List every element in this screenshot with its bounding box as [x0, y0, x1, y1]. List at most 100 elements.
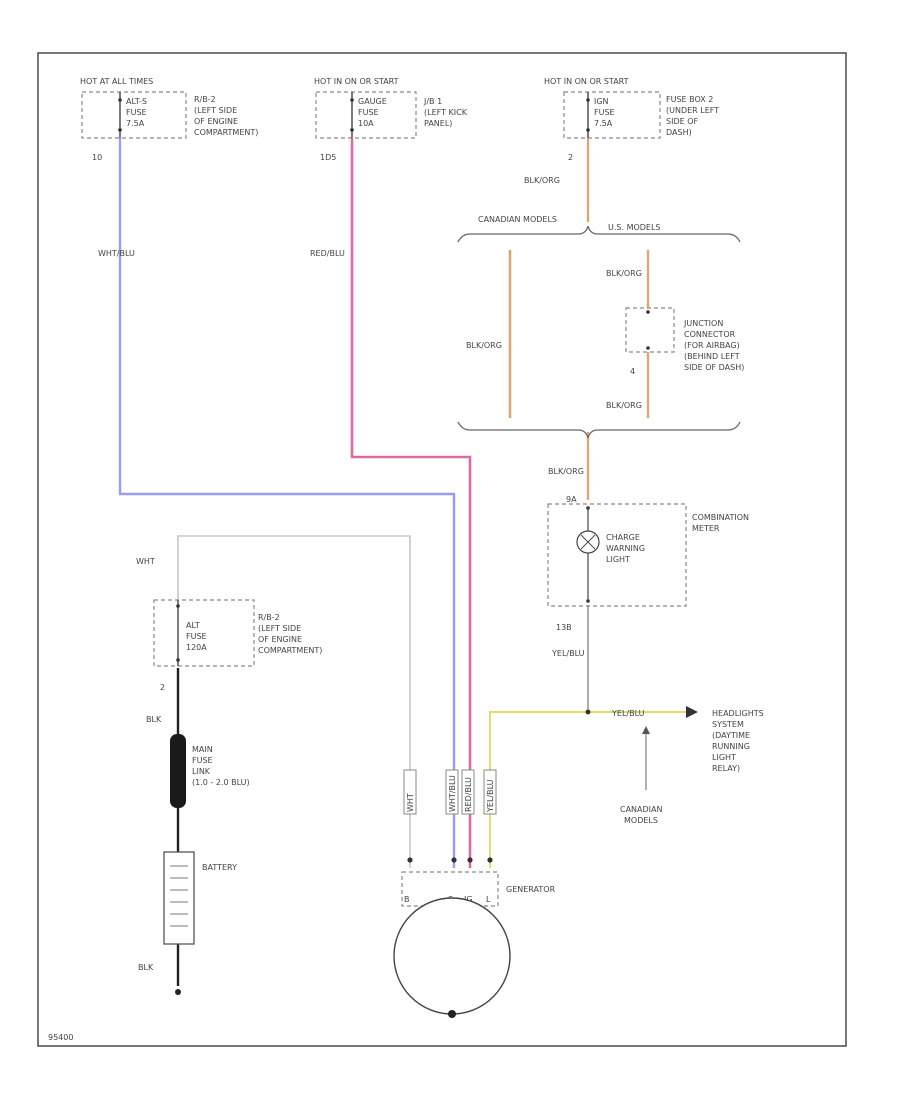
fuse-location-label: PANEL): [424, 119, 452, 128]
junction-label: JUNCTION: [683, 319, 723, 328]
connector-label: WHT: [406, 793, 415, 812]
lamp-label: CHARGE: [606, 533, 640, 542]
fuse-location-label: COMPARTMENT): [194, 128, 258, 137]
wire-label-yel-blu-horiz: YEL/BLU: [611, 709, 645, 718]
meter-outline: [547, 503, 687, 607]
pin-label: 1D5: [320, 153, 336, 162]
fuse-location-label: R/B-2: [194, 95, 216, 104]
terminal-label: IG: [464, 895, 473, 904]
fuse-location-label: (UNDER LEFT: [666, 106, 719, 115]
fuse-location-label: COMPARTMENT): [258, 646, 322, 655]
fuse-type-label: FUSE: [126, 108, 147, 117]
fuse-type-label: FUSE: [594, 108, 615, 117]
connector-label: YEL/BLU: [486, 779, 495, 813]
splice-node: [585, 709, 591, 715]
terminal-label: L: [486, 895, 491, 904]
headlights-label: HEADLIGHTS: [712, 709, 764, 718]
fuse-rating-label: 7.5A: [594, 119, 613, 128]
pin-label: 2: [160, 683, 165, 692]
combination-meter: CHARGE WARNING LIGHT COMBINATION METER 9…: [547, 495, 749, 632]
fuse-header-label: HOT IN ON OR START: [314, 77, 399, 86]
fuse-location-label: OF ENGINE: [258, 635, 302, 644]
fuse-location-label: (LEFT SIDE: [258, 624, 301, 633]
generator-label: GENERATOR: [506, 885, 556, 894]
fusible-link-label: MAIN: [192, 745, 213, 754]
junction-outline: [625, 307, 675, 353]
wire-yel-blu: [489, 711, 686, 868]
fuse-box-outline: [563, 91, 661, 139]
fuse-header-label: HOT IN ON OR START: [544, 77, 629, 86]
fuse-type-label: FUSE: [186, 632, 207, 641]
fuse-box-outline: [315, 91, 417, 139]
connector-label: WHT/BLU: [448, 775, 457, 812]
us-models-label: U.S. MODELS: [608, 223, 661, 232]
headlights-label: RUNNING: [712, 742, 750, 751]
fusible-link-label: (1.0 - 2.0 BLU): [192, 778, 250, 787]
wire-label-blk: BLK: [146, 715, 162, 724]
wire-label-blk-org-us: BLK/ORG: [606, 269, 642, 278]
canadian-models-label: CANADIAN MODELS: [478, 215, 557, 224]
wire-label-blk-ground: BLK: [138, 963, 154, 972]
wire-label-blk-org-meter: BLK/ORG: [548, 467, 584, 476]
fuse-rating-label: 7.5A: [126, 119, 145, 128]
fusible-link-label: FUSE: [192, 756, 213, 765]
pin-label: 10: [92, 153, 102, 162]
fuse-rating-label: 10A: [358, 119, 374, 128]
wire-label-blk-org: BLK/ORG: [524, 176, 560, 185]
lamp-label: LIGHT: [606, 555, 630, 564]
generator-icon: [393, 897, 511, 1015]
wire-label-red-blu: RED/BLU: [310, 249, 345, 258]
fuse-type-label: FUSE: [358, 108, 379, 117]
junction-label: (FOR AIRBAG): [684, 341, 740, 350]
headlights-label: LIGHT: [712, 753, 736, 762]
headlights-label: SYSTEM: [712, 720, 744, 729]
connector-label: RED/BLU: [464, 777, 473, 812]
wire-label-wht: WHT: [136, 557, 155, 566]
pin-label: 9A: [566, 495, 577, 504]
lamp-label: WARNING: [606, 544, 645, 553]
junction-label: (BEHIND LEFT: [684, 352, 740, 361]
fuse-header-label: HOT AT ALL TIMES: [80, 77, 153, 86]
fuse-alt-s: HOT AT ALL TIMES ALT-S FUSE 7.5A R/B-2 (…: [80, 77, 258, 162]
fuse-location-label: OF ENGINE: [194, 117, 238, 126]
meter-name-label: METER: [692, 524, 720, 533]
wire-wht-blu: [118, 138, 456, 868]
canadian-models-note: CANADIAN: [620, 805, 663, 814]
fusible-link-label: LINK: [192, 767, 211, 776]
fuse-location-label: FUSE BOX 2: [666, 95, 713, 104]
wire-red-blu: [350, 138, 472, 868]
fuse-box-outline: [153, 599, 255, 667]
fuse-ign: HOT IN ON OR START IGN FUSE 7.5A FUSE BO…: [544, 77, 719, 162]
headlights-output: HEADLIGHTS SYSTEM (DAYTIME RUNNING LIGHT…: [585, 706, 764, 825]
fuse-location-label: SIDE OF: [666, 117, 698, 126]
battery-icon: [163, 851, 195, 945]
junction-connector: JUNCTION CONNECTOR (FOR AIRBAG) (BEHIND …: [625, 307, 744, 376]
fuse-location-label: (LEFT KICK: [424, 108, 468, 117]
fuse-box-outline: [81, 91, 187, 139]
diagram-frame: [37, 52, 847, 1047]
fuse-name-label: GAUGE: [358, 97, 387, 106]
pin-label: 2: [568, 153, 573, 162]
fuse-name-label: ALT: [186, 621, 200, 630]
ground-icon: [175, 989, 181, 995]
generator: WHT WHT/BLU RED/BLU YEL/BLU B S IG L GEN…: [393, 769, 556, 1018]
canadian-models-note: MODELS: [624, 816, 658, 825]
fuse-name-label: IGN: [594, 97, 609, 106]
fuse-location-label: R/B-2: [258, 613, 280, 622]
fuse-name-label: ALT-S: [126, 97, 147, 106]
fuse-rating-label: 120A: [186, 643, 207, 652]
arrow-right-icon: [686, 706, 698, 718]
wire-label-blk-org-us: BLK/ORG: [606, 401, 642, 410]
terminal-label: B: [404, 895, 410, 904]
pin-label: 13B: [556, 623, 572, 632]
junction-label: SIDE OF DASH): [684, 363, 744, 372]
battery-label: BATTERY: [202, 863, 237, 872]
headlights-label: RELAY): [712, 764, 740, 773]
fuse-location-label: J/B 1: [423, 97, 442, 106]
fuse-alt: ALT FUSE 120A R/B-2 (LEFT SIDE OF ENGINE…: [153, 599, 322, 692]
fuse-location-label: DASH): [666, 128, 692, 137]
wire-label-yel-blu: YEL/BLU: [551, 649, 585, 658]
wire-label-blk-org-canada: BLK/ORG: [466, 341, 502, 350]
pin-label: 4: [630, 367, 635, 376]
